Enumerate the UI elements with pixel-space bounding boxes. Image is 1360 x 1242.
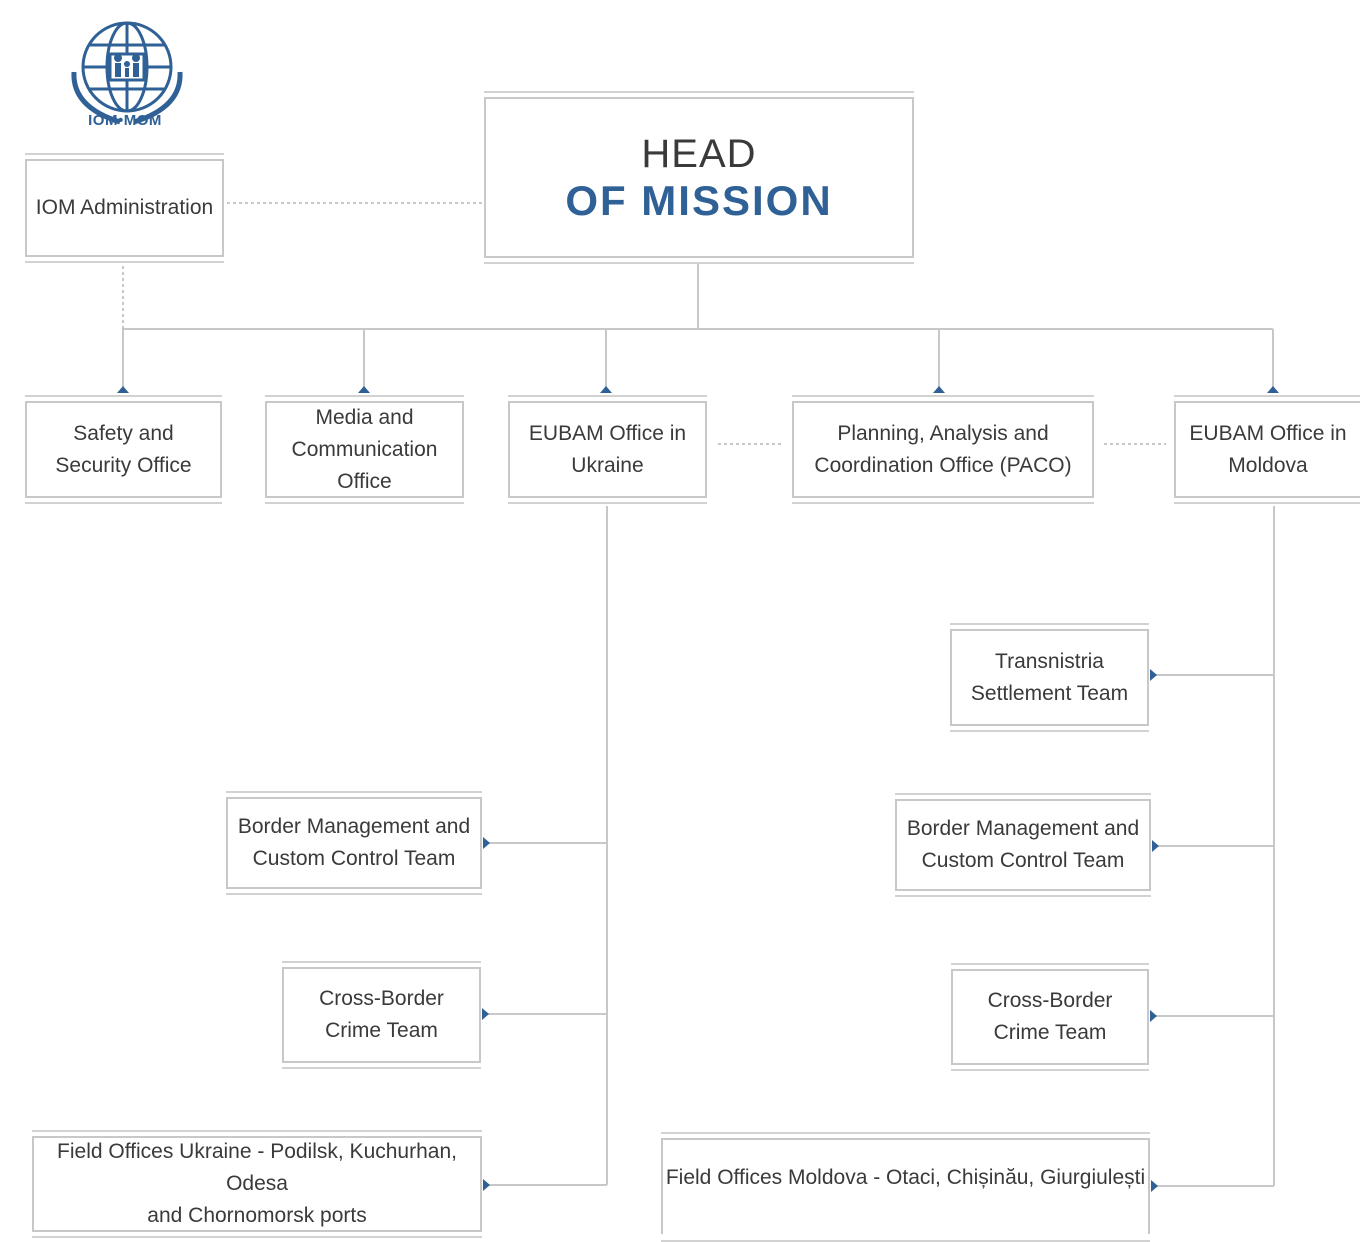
eubam-ukraine-label: EUBAM Office in Ukraine — [528, 421, 687, 477]
arrow-eubam-ukraine — [600, 386, 612, 393]
arrow-ua-field — [483, 1179, 490, 1191]
media-communication-office-box: Media and Communication Office — [265, 395, 464, 504]
eubam-ukraine-box: EUBAM Office in Ukraine — [508, 395, 707, 504]
eubam-moldova-box: EUBAM Office in Moldova — [1174, 395, 1360, 504]
md-cross-border-crime-label: Cross-Border Crime Team — [987, 989, 1113, 1044]
eubam-moldova-label: EUBAM Office in Moldova — [1189, 421, 1347, 477]
ua-field-offices-label: Field Offices Ukraine - Podilsk, Kuchurh… — [57, 1140, 457, 1227]
md-border-management-box: Border Management and Custom Control Tea… — [895, 793, 1151, 897]
head-title-line2: OF MISSION — [565, 176, 833, 224]
arrow-ua-crime — [482, 1008, 489, 1020]
ua-cross-border-crime-box: Cross-Border Crime Team — [282, 961, 481, 1069]
arrow-md-border — [1152, 840, 1159, 852]
iom-logo: IOM•MOM — [60, 12, 190, 138]
paco-box: Planning, Analysis and Coordination Offi… — [792, 395, 1094, 504]
head-title-line1: HEAD — [641, 131, 757, 176]
ua-field-offices-box: Field Offices Ukraine - Podilsk, Kuchurh… — [32, 1130, 482, 1238]
safety-security-office-label: Safety and Security Office — [55, 421, 192, 477]
iom-globe-icon — [71, 21, 183, 125]
arrow-media — [358, 386, 370, 393]
media-communication-office-label: Media and Communication Office — [291, 405, 438, 493]
head-of-mission-box: HEAD OF MISSION — [484, 91, 914, 264]
arrow-md-field — [1151, 1180, 1158, 1192]
ua-border-management-label: Border Management and Custom Control Tea… — [237, 815, 471, 870]
arrow-md-transnistria — [1150, 669, 1157, 681]
logo-text: IOM•MOM — [88, 112, 162, 129]
arrow-safety — [117, 386, 129, 393]
md-cross-border-crime-box: Cross-Border Crime Team — [951, 963, 1149, 1071]
md-border-management-label: Border Management and Custom Control Tea… — [906, 817, 1140, 872]
ua-border-management-box: Border Management and Custom Control Tea… — [226, 791, 482, 895]
iom-administration-box: IOM Administration — [25, 153, 224, 263]
arrow-ua-border — [483, 837, 490, 849]
arrow-eubam-moldova — [1267, 386, 1279, 393]
paco-label: Planning, Analysis and Coordination Offi… — [814, 421, 1072, 477]
md-transnistria-label: Transnistria Settlement Team — [970, 649, 1129, 705]
md-field-offices-box: Field Offices Moldova - Otaci, Chișinău,… — [661, 1132, 1150, 1242]
safety-security-office-box: Safety and Security Office — [25, 395, 222, 504]
arrow-md-crime — [1150, 1010, 1157, 1022]
iom-administration-label: IOM Administration — [35, 196, 214, 219]
md-field-offices-label: Field Offices Moldova - Otaci, Chișinău,… — [665, 1166, 1146, 1189]
ua-cross-border-crime-label: Cross-Border Crime Team — [319, 987, 444, 1042]
md-transnistria-box: Transnistria Settlement Team — [950, 623, 1149, 732]
arrow-paco — [933, 386, 945, 393]
